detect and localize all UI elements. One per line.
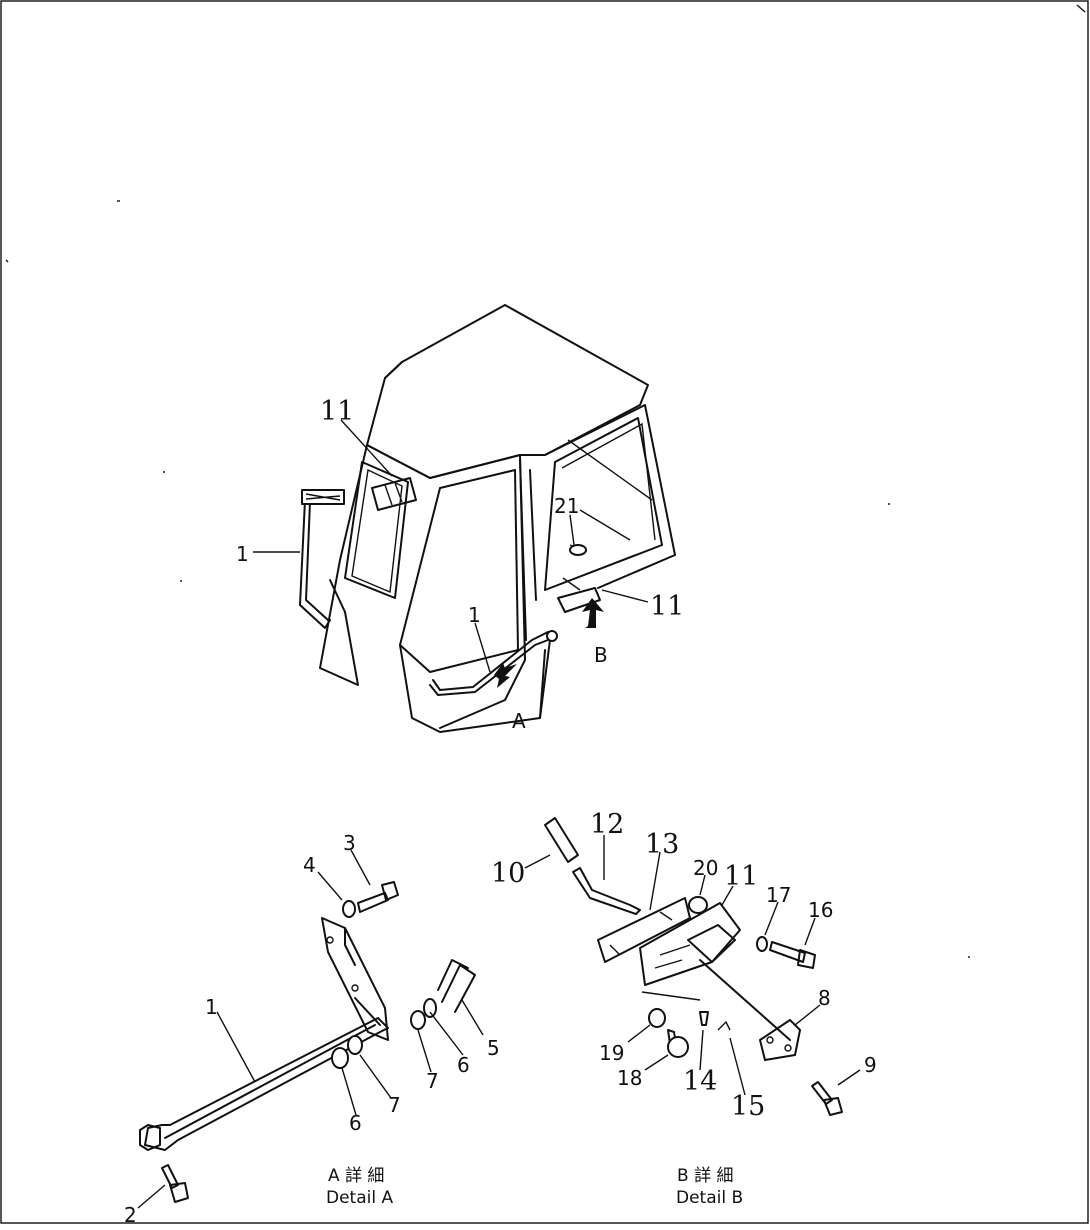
detail-b-callout-13: 13	[645, 829, 679, 860]
callout-11-top: 11	[320, 396, 354, 427]
detail-a-callout-6-left: 6	[349, 1111, 362, 1135]
detail-a-caption-en: Detail A	[326, 1188, 393, 1208]
detail-b-callout-12: 12	[590, 809, 624, 840]
callout-11-right: 11	[650, 591, 684, 622]
detail-b-callout-16: 16	[808, 898, 833, 922]
detail-a-callout-1: 1	[205, 995, 218, 1019]
detail-b-callout-20: 20	[693, 856, 718, 880]
detail-b-callout-10: 10	[491, 858, 525, 889]
arrow-b-icon	[582, 598, 604, 628]
detail-a-drawing	[137, 849, 484, 1209]
detail-b-caption-jp: B 詳 細	[677, 1166, 733, 1186]
callout-21: 21	[554, 494, 579, 518]
detail-b-callout-18: 18	[617, 1066, 642, 1090]
detail-b-callout-14: 14	[683, 1066, 717, 1097]
detail-b-callout-8: 8	[818, 986, 831, 1010]
callout-a: A	[512, 709, 526, 733]
detail-a-callout-6-right: 6	[457, 1053, 470, 1077]
detail-b-callout-17: 17	[766, 883, 791, 907]
detail-a-callout-2: 2	[124, 1203, 137, 1225]
detail-b-callout-15: 15	[731, 1091, 765, 1122]
detail-b-drawing	[524, 817, 861, 1116]
cab-overview	[253, 304, 676, 733]
detail-a-callout-7-right: 7	[426, 1069, 439, 1093]
detail-b-callout-19: 19	[599, 1041, 624, 1065]
detail-a-callout-3: 3	[343, 831, 356, 855]
detail-b-caption-en: Detail B	[676, 1188, 743, 1208]
callout-1-left: 1	[236, 542, 249, 566]
arrow-a-icon	[494, 663, 517, 688]
detail-a-caption-jp: A 詳 細	[328, 1166, 384, 1186]
detail-b-callout-9: 9	[864, 1053, 877, 1077]
callout-b: B	[594, 643, 608, 667]
callout-1-door: 1	[468, 603, 481, 627]
detail-a-callout-7-left: 7	[388, 1093, 401, 1117]
detail-a-callout-4: 4	[303, 853, 316, 877]
scan-specks	[5, 4, 1086, 958]
detail-a-callout-5: 5	[487, 1036, 500, 1060]
detail-b-callout-11: 11	[724, 861, 758, 892]
